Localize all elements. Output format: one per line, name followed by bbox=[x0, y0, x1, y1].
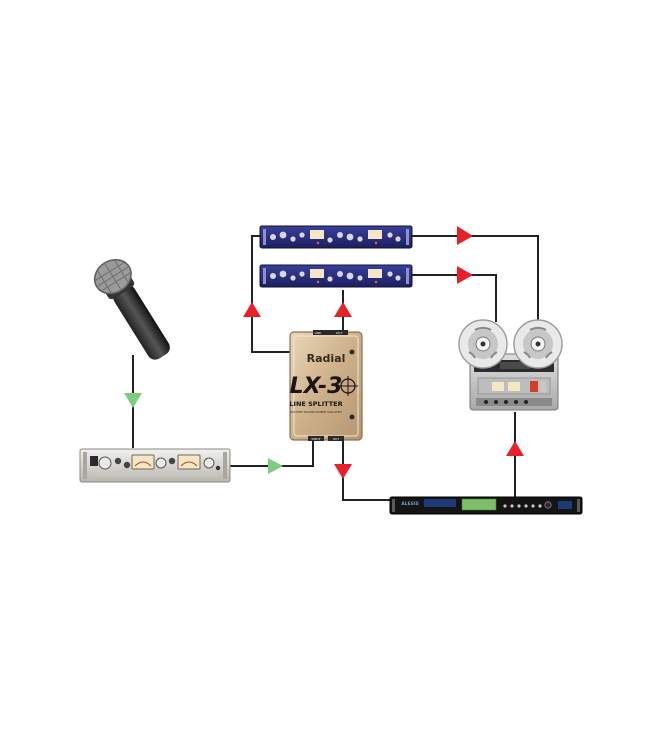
lx3-brand: Radial bbox=[307, 352, 346, 365]
arrow-splitter-up bbox=[334, 302, 352, 317]
arrow-mic-down bbox=[124, 393, 142, 408]
crosshair-icon bbox=[338, 376, 358, 396]
lx3-port-out-bottom: OUT bbox=[333, 437, 340, 441]
left-reel bbox=[458, 319, 508, 369]
lx3-port-link: LINK bbox=[315, 331, 323, 335]
wire-rack-top-to-tape bbox=[412, 235, 539, 322]
wire-rack-bottom-to-tape bbox=[412, 274, 497, 322]
signal-arrows bbox=[124, 226, 524, 479]
arrow-rack-bottom-right bbox=[457, 266, 473, 284]
rack-unit-bottom bbox=[259, 264, 413, 288]
wire-splitter-to-reverb bbox=[342, 440, 390, 501]
microphone-icon bbox=[93, 258, 170, 360]
arrow-preamp-right bbox=[268, 458, 283, 474]
lx3-tagline: PASSIVE TRANSFORMER ISOLATED bbox=[290, 410, 342, 414]
rack-unit-icon bbox=[259, 225, 413, 288]
line-splitter-icon: LINK OUT Radial LX-3 LINE SPLITTER PASSI… bbox=[289, 330, 363, 441]
wire-preamp-to-splitter bbox=[230, 440, 314, 467]
arrow-link-up bbox=[243, 302, 261, 317]
rack-unit-top bbox=[259, 225, 413, 249]
lx3-subtitle: LINE SPLITTER bbox=[289, 400, 342, 408]
arrow-reverb-up bbox=[506, 441, 524, 456]
tape-machine-icon bbox=[458, 319, 563, 411]
reverb-unit-icon: ALESIS bbox=[389, 496, 583, 515]
reverb-brand: ALESIS bbox=[401, 501, 419, 507]
right-reel bbox=[513, 319, 563, 369]
wires bbox=[132, 235, 539, 501]
arrow-splitter-down bbox=[334, 464, 352, 479]
lx3-port-out-top: OUT bbox=[336, 331, 343, 335]
wire-splitter-link-to-rack-top bbox=[251, 235, 290, 353]
preamp-icon bbox=[79, 448, 231, 483]
lx3-model: LX-3 bbox=[290, 374, 343, 399]
arrow-rack-top-right bbox=[457, 226, 473, 245]
lx3-port-input: INPUT bbox=[312, 437, 321, 441]
